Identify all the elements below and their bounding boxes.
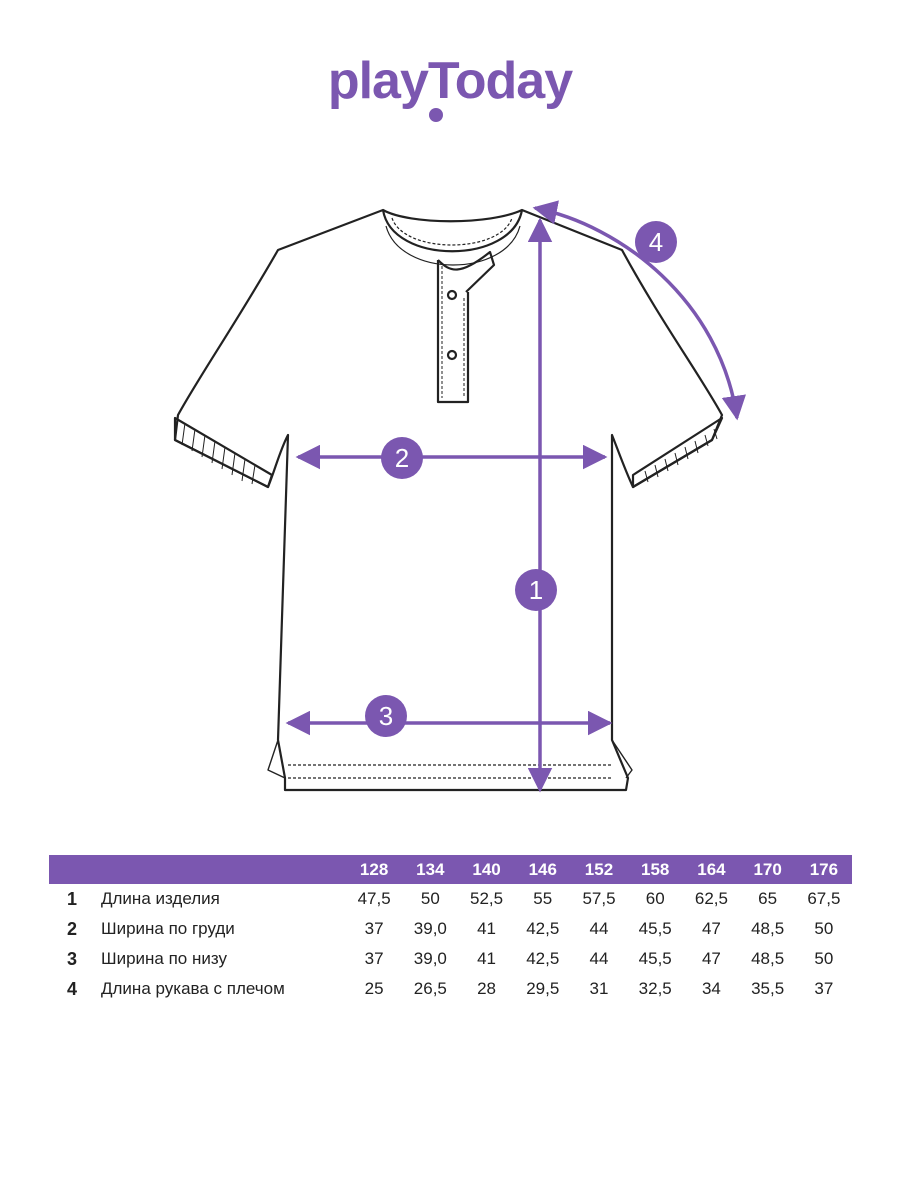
- row-number: 1: [66, 888, 77, 909]
- marker-label: 2: [395, 443, 409, 473]
- table-cell: 47,5: [357, 889, 391, 908]
- size-header: 164: [683, 855, 740, 884]
- table-cell: 42,5: [526, 919, 560, 938]
- row-label: Ширина по низу: [101, 949, 227, 968]
- table-row: 1 Длина изделия 47,5 50 52,5 55 57,5 60 …: [49, 884, 852, 914]
- size-header: 128: [346, 855, 403, 884]
- table-cell: 25: [364, 979, 384, 998]
- table-cell: 41: [477, 919, 496, 938]
- size-header: 140: [458, 855, 515, 884]
- row-label: Длина изделия: [101, 889, 220, 908]
- row-number: 4: [66, 978, 77, 999]
- table-cell: 37: [814, 979, 834, 998]
- table-row: 4 Длина рукава с плечом 25 26,5 28 29,5 …: [49, 974, 852, 1004]
- table-cell: 35,5: [751, 979, 785, 998]
- marker-label: 4: [649, 227, 663, 257]
- measurement-marker-2: 2: [381, 437, 423, 479]
- table-cell: 28: [477, 979, 496, 998]
- table-cell: 50: [814, 919, 834, 938]
- size-header: 134: [402, 855, 459, 884]
- size-table: 128 134 140 146 152 158 164 170 176 1 Дл…: [49, 855, 852, 1004]
- row-label: Длина рукава с плечом: [101, 979, 285, 998]
- row-number: 3: [66, 948, 77, 969]
- table-cell: 48,5: [751, 919, 785, 938]
- table-cell: 34: [701, 979, 721, 998]
- table-cell: 48,5: [751, 949, 785, 968]
- table-cell: 60: [645, 889, 665, 908]
- table-cell: 42,5: [526, 949, 560, 968]
- table-cell: 44: [589, 949, 609, 968]
- table-cell: 47: [701, 949, 721, 968]
- table-cell: 45,5: [638, 949, 672, 968]
- table-cell: 31: [589, 979, 609, 998]
- logo-dot-icon: [429, 108, 443, 122]
- table-cell: 67,5: [807, 889, 841, 908]
- marker-label: 1: [529, 575, 543, 605]
- marker-label: 3: [379, 701, 393, 731]
- row-label: Ширина по груди: [101, 919, 235, 938]
- measurement-lines: [285, 200, 746, 793]
- header-blank: [49, 855, 95, 884]
- table-cell: 55: [533, 889, 553, 908]
- table-cell: 39,0: [413, 949, 447, 968]
- size-header: 158: [627, 855, 684, 884]
- size-header: 152: [570, 855, 628, 884]
- brand-logo-text: playToday: [328, 52, 573, 110]
- table-cell: 37: [364, 919, 384, 938]
- table-cell: 45,5: [638, 919, 672, 938]
- size-header: 176: [795, 855, 852, 884]
- table-cell: 29,5: [526, 979, 560, 998]
- header-blank: [95, 855, 346, 884]
- table-row: 3 Ширина по низу 37 39,0 41 42,5 44 45,5…: [49, 944, 852, 974]
- table-cell: 47: [701, 919, 721, 938]
- table-cell: 44: [589, 919, 609, 938]
- table-cell: 32,5: [638, 979, 672, 998]
- tshirt-outline-icon: [173, 208, 724, 792]
- table-cell: 62,5: [694, 889, 728, 908]
- size-header: 146: [514, 855, 571, 884]
- table-cell: 52,5: [470, 889, 504, 908]
- measurement-marker-3: 3: [365, 695, 407, 737]
- table-cell: 65: [758, 889, 778, 908]
- table-cell: 50: [814, 949, 834, 968]
- table-cell: 26,5: [413, 979, 447, 998]
- table-cell: 39,0: [413, 919, 447, 938]
- measurement-marker-4: 4: [635, 221, 677, 263]
- row-number: 2: [66, 918, 77, 939]
- table-row: 2 Ширина по груди 37 39,0 41 42,5 44 45,…: [49, 914, 852, 944]
- size-header-row: 128 134 140 146 152 158 164 170 176: [49, 855, 852, 884]
- table-cell: 41: [477, 949, 496, 968]
- table-cell: 37: [364, 949, 384, 968]
- size-header: 170: [739, 855, 796, 884]
- measurement-marker-1: 1: [515, 569, 557, 611]
- table-cell: 57,5: [582, 889, 616, 908]
- table-cell: 50: [420, 889, 440, 908]
- brand-logo: playToday: [328, 52, 574, 122]
- garment-diagram: 1 2 3 4: [173, 200, 746, 793]
